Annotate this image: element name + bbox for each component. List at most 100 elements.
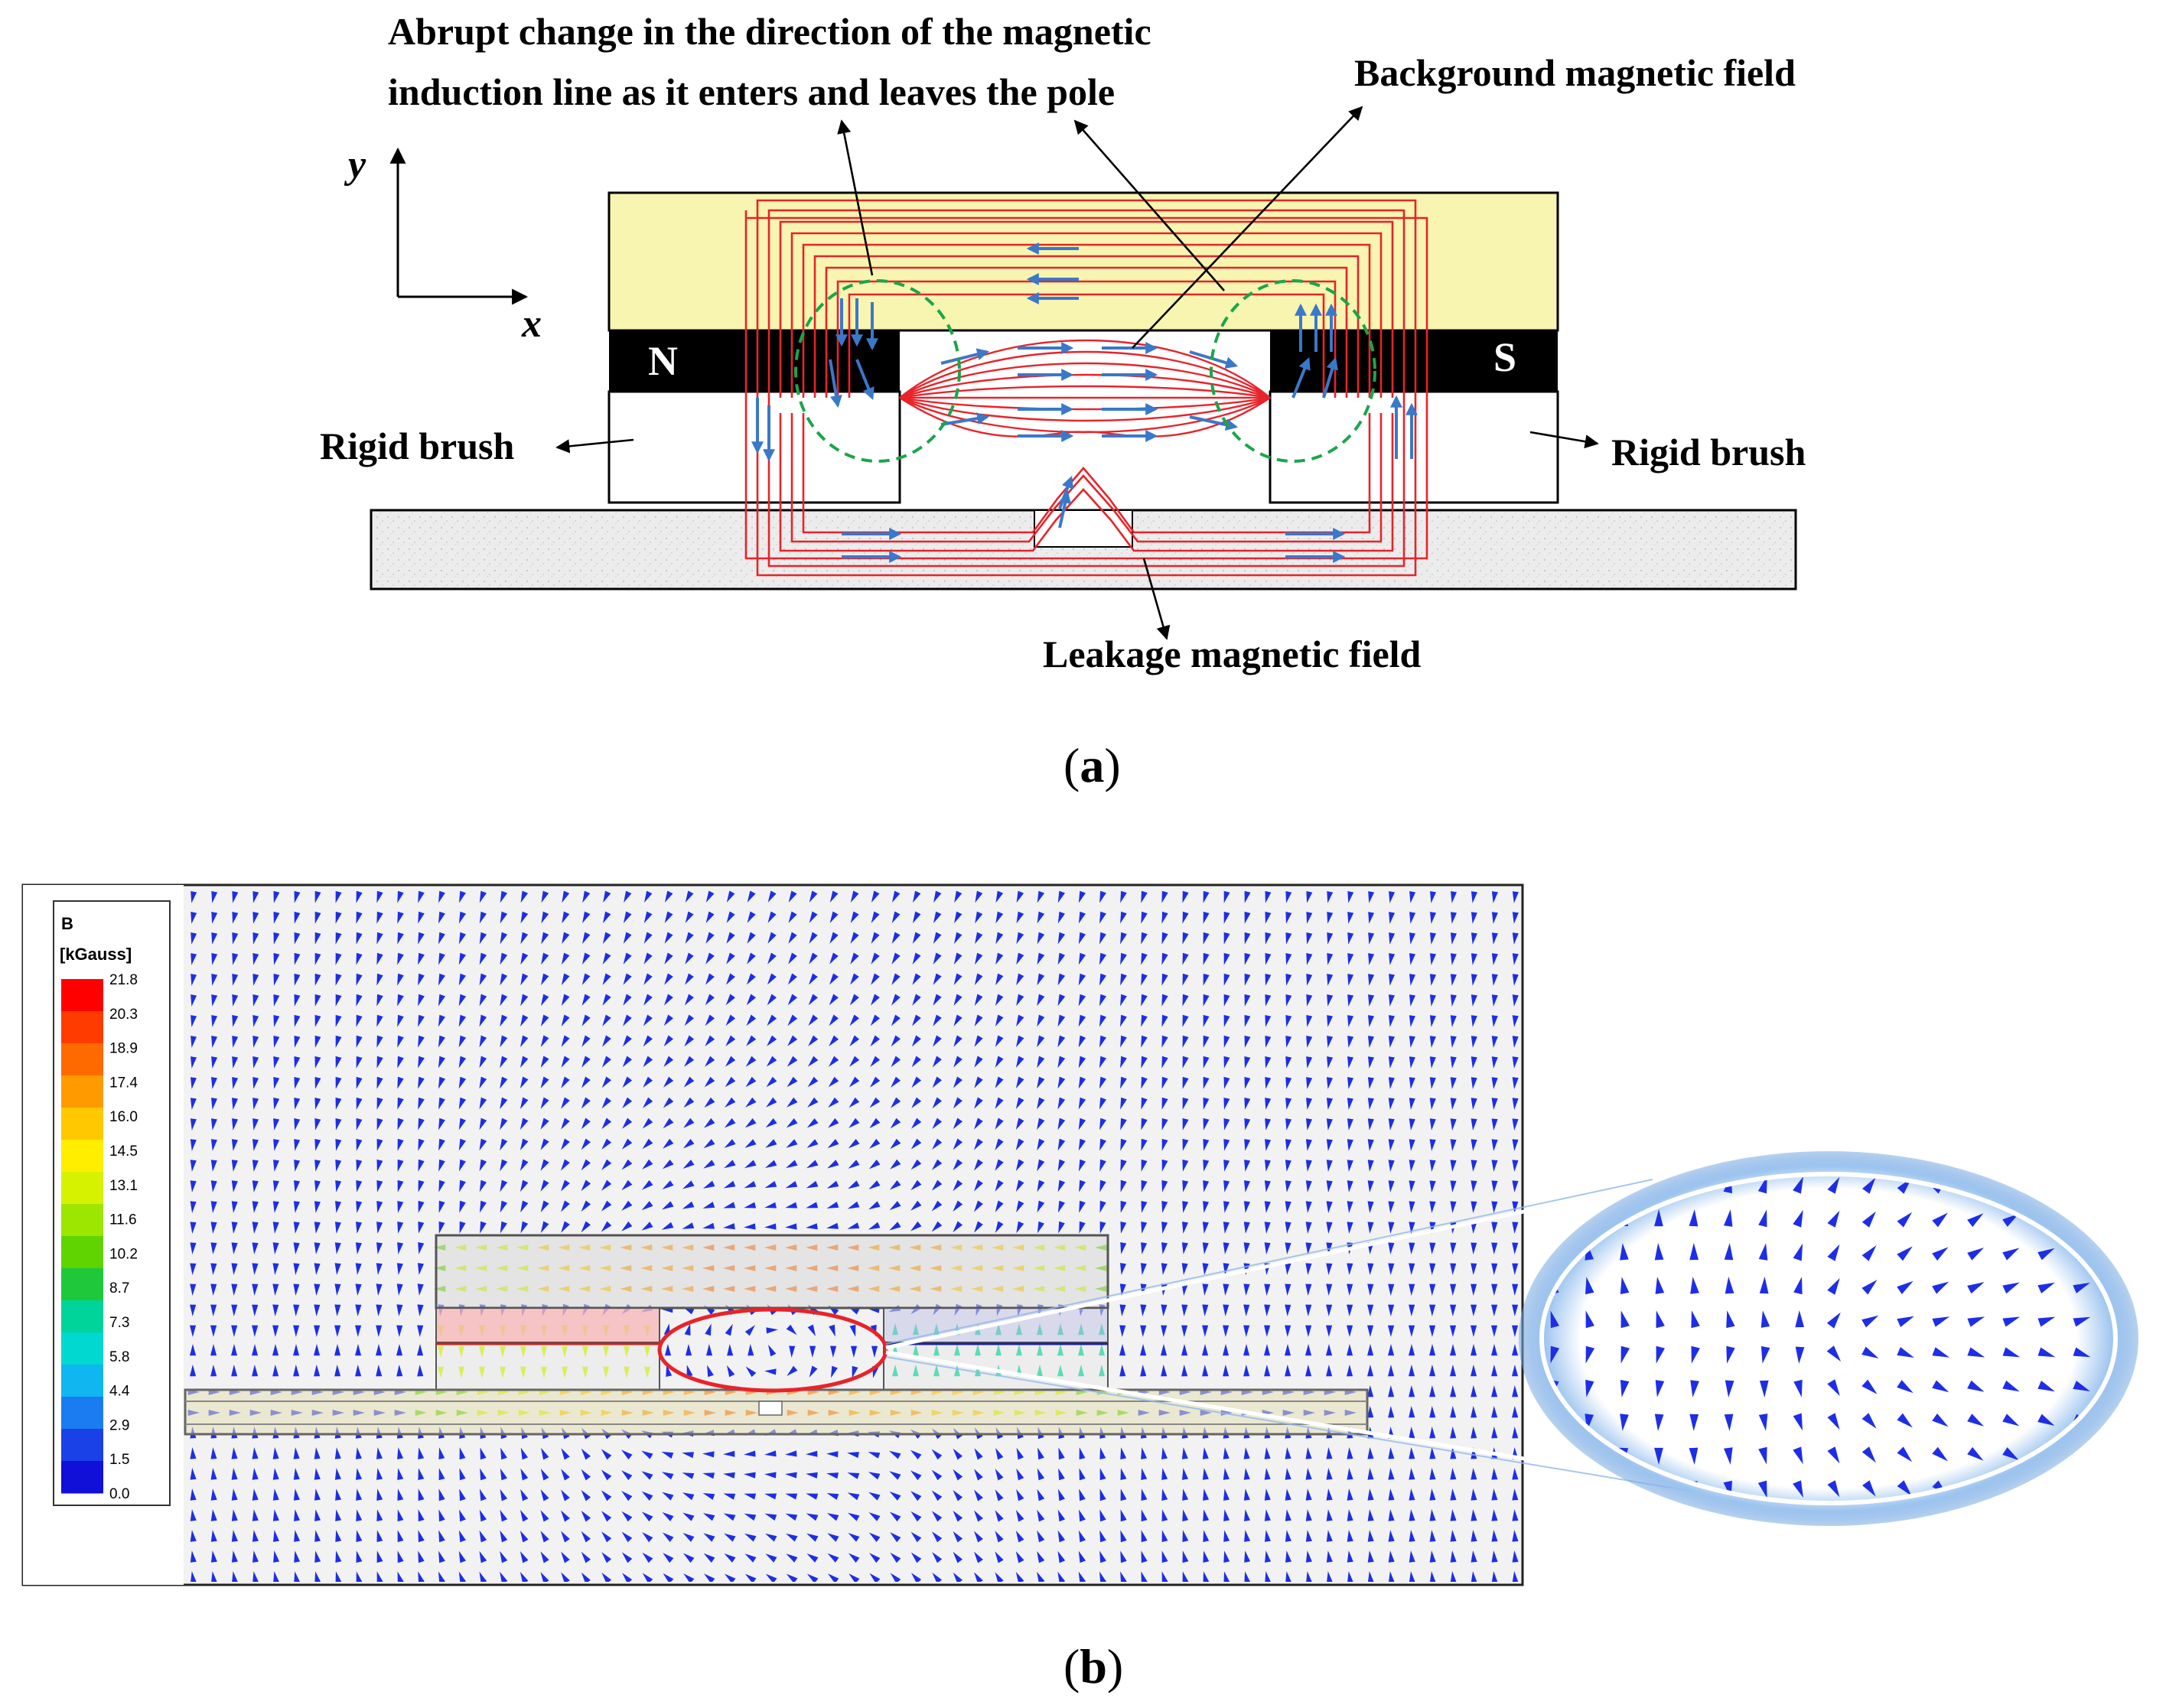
field-vector xyxy=(1429,1325,1436,1337)
field-vector xyxy=(786,1533,798,1542)
field-vector xyxy=(848,1118,860,1128)
field-vector xyxy=(458,1035,467,1048)
panel-b: B [kGauss] 21.820.318.917.416.014.513.11… xyxy=(21,883,2138,1693)
field-vector xyxy=(1161,1530,1168,1543)
field-vector xyxy=(500,1488,508,1501)
field-vector xyxy=(1203,952,1210,965)
field-vector xyxy=(561,1014,570,1026)
field-vector xyxy=(314,1118,321,1131)
field-vector xyxy=(1793,1243,1803,1261)
field-vector xyxy=(665,1344,672,1356)
field-vector xyxy=(1471,1304,1477,1316)
field-vector xyxy=(458,1571,466,1582)
field-vector xyxy=(191,912,197,924)
field-vector xyxy=(1306,932,1313,945)
field-vector xyxy=(520,1572,529,1582)
field-vector xyxy=(744,1513,757,1521)
field-vector xyxy=(849,1035,860,1046)
field-vector xyxy=(293,1447,300,1459)
field-vector xyxy=(1141,1509,1148,1522)
field-vector xyxy=(1057,1056,1066,1069)
field-vector xyxy=(1471,1385,1477,1397)
field-vector xyxy=(417,1304,424,1316)
field-vector xyxy=(1078,1138,1086,1151)
field-vector xyxy=(848,1180,860,1189)
field-vector xyxy=(272,1365,279,1377)
field-vector xyxy=(723,1180,736,1189)
field-vector xyxy=(1367,1222,1374,1234)
field-vector xyxy=(1182,1138,1189,1151)
field-vector xyxy=(1429,1468,1436,1480)
field-vector xyxy=(723,1472,735,1479)
field-vector xyxy=(1161,1263,1168,1275)
field-vector xyxy=(355,1365,362,1377)
field-vector xyxy=(1347,1325,1353,1337)
field-vector xyxy=(252,1098,259,1110)
field-vector xyxy=(1161,1242,1168,1254)
field-vector xyxy=(1161,1222,1168,1234)
field-vector xyxy=(232,1118,238,1131)
field-vector xyxy=(1326,1283,1333,1296)
field-vector xyxy=(1409,1098,1415,1110)
field-vector xyxy=(356,1118,363,1131)
field-vector xyxy=(294,1036,301,1048)
field-vector xyxy=(685,911,694,923)
field-vector xyxy=(1409,1427,1415,1439)
field-vector xyxy=(1367,1160,1374,1172)
field-vector xyxy=(869,1573,881,1582)
field-vector xyxy=(1347,1139,1353,1151)
field-vector xyxy=(1141,1222,1148,1234)
field-vector xyxy=(621,1221,633,1231)
field-vector xyxy=(643,994,653,1006)
field-vector xyxy=(602,932,611,944)
field-vector xyxy=(561,1097,570,1109)
field-vector xyxy=(500,1509,508,1522)
field-vector xyxy=(1057,1344,1063,1356)
field-vector xyxy=(210,1488,217,1501)
field-vector xyxy=(396,1283,403,1296)
field-vector xyxy=(764,1202,777,1209)
field-vector xyxy=(190,1325,197,1337)
field-vector xyxy=(191,1571,197,1582)
field-vector xyxy=(1079,1447,1086,1460)
legend-tick: 13.1 xyxy=(109,1178,138,1194)
field-vector xyxy=(974,1572,983,1582)
field-vector xyxy=(356,1180,363,1192)
field-vector xyxy=(335,1160,342,1172)
sim-magnet-left xyxy=(435,1307,660,1343)
field-vector xyxy=(809,890,818,903)
field-vector xyxy=(1430,932,1436,945)
field-vector xyxy=(1057,1179,1066,1192)
rigid-brush-right xyxy=(1269,390,1559,504)
field-vector xyxy=(1550,1345,1560,1364)
field-vector xyxy=(1409,1468,1415,1480)
field-vector xyxy=(1512,1160,1519,1172)
field-vector xyxy=(1265,1015,1272,1027)
field-vector xyxy=(1724,1447,1733,1465)
field-vector xyxy=(581,1097,591,1109)
field-vector xyxy=(932,1097,942,1109)
field-vector xyxy=(746,1014,757,1026)
field-vector xyxy=(1037,1571,1045,1582)
field-vector xyxy=(953,1448,962,1460)
field-vector xyxy=(1347,1365,1353,1377)
field-vector xyxy=(1368,1571,1374,1582)
field-vector xyxy=(1347,1447,1353,1459)
field-vector xyxy=(1140,1304,1147,1316)
field-vector xyxy=(1388,1263,1395,1275)
field-vector xyxy=(458,1550,466,1563)
field-vector xyxy=(1656,1345,1665,1364)
field-vector xyxy=(1326,1530,1333,1542)
coordinate-axes xyxy=(389,147,529,305)
field-vector xyxy=(995,1179,1004,1192)
field-vector xyxy=(1388,1222,1395,1234)
field-vector xyxy=(1368,994,1375,1007)
field-vector xyxy=(561,1035,570,1047)
field-vector xyxy=(891,1014,901,1026)
field-vector xyxy=(1326,1180,1333,1192)
field-vector xyxy=(1244,911,1251,924)
field-vector xyxy=(231,1447,238,1459)
field-vector xyxy=(1471,1283,1477,1296)
field-vector xyxy=(376,1571,383,1582)
field-vector xyxy=(1450,1056,1457,1069)
